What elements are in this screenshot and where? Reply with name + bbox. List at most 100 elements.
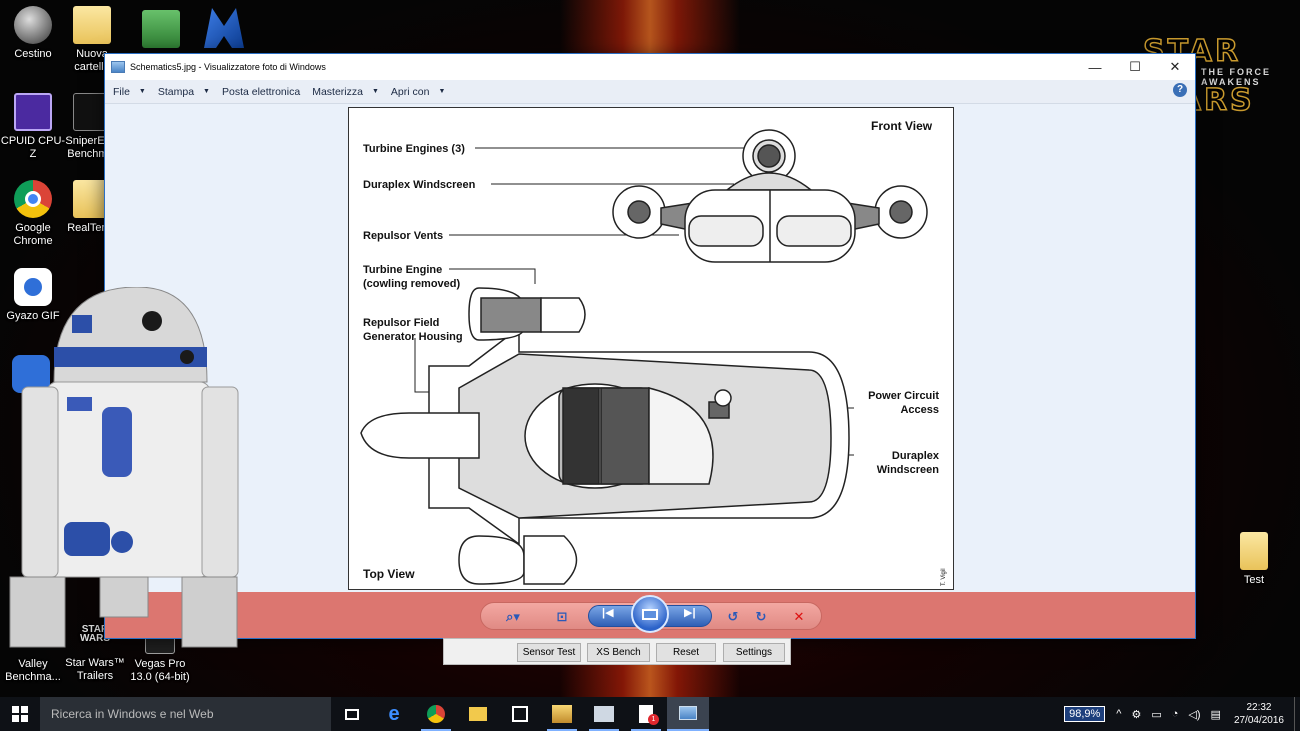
title-bar[interactable]: Schematics5.jpg - Visualizzatore foto di… — [105, 54, 1195, 80]
rotate-right-icon[interactable]: ↻ — [755, 609, 767, 624]
folder-icon — [73, 6, 111, 44]
schematic-image: Front View Top View Turbine Engines (3) … — [348, 107, 954, 590]
start-button[interactable] — [0, 697, 40, 731]
desktop-icon-label: Nuova cartella — [74, 48, 110, 73]
chrome-icon — [14, 180, 52, 218]
slideshow-button[interactable] — [631, 595, 669, 633]
menu-file[interactable]: File▼ — [113, 85, 146, 98]
chevron-up-icon[interactable]: ^ — [1116, 708, 1122, 720]
help-icon[interactable]: ? — [1173, 83, 1187, 97]
wifi-icon[interactable]: ◔ — [1171, 708, 1179, 720]
label-duraplex-top-2: Windscreen — [877, 464, 940, 476]
previous-icon[interactable]: |◀ — [602, 607, 614, 619]
photo-viewer-icon — [111, 61, 125, 73]
taskbar: Ricerca in Windows e nel Web e 1 98,9% ^… — [0, 697, 1300, 731]
desktop-icon-label: Vegas Pro 13.0 (64-bit) — [130, 658, 190, 683]
label-repulsor-field-1: Repulsor Field — [363, 317, 439, 329]
next-icon[interactable]: ▶| — [684, 607, 696, 619]
top-view-label: Top View — [363, 567, 415, 581]
fit-window-icon[interactable]: ⊡ — [556, 609, 568, 624]
edge-taskbar-button[interactable]: e — [373, 697, 415, 731]
settings-tray-icon[interactable]: ⚙ — [1131, 708, 1142, 721]
menu-open-with[interactable]: Apri con▼ — [390, 85, 446, 98]
app-icon — [594, 706, 614, 722]
label-turbine-engine-2: (cowling removed) — [363, 278, 461, 290]
app-taskbar-button-2[interactable] — [583, 697, 625, 731]
desktop-icon-valley[interactable]: Valley Benchma... — [0, 634, 66, 684]
xs-bench-button[interactable]: XS Bench — [587, 643, 650, 662]
desktop-icon-label: Cestino — [14, 48, 52, 60]
desktop-icon-test[interactable]: Test — [1221, 532, 1287, 587]
slideshow-icon — [642, 608, 658, 620]
app-taskbar-button-1[interactable] — [541, 697, 583, 731]
desktop-icon-cpuz[interactable]: CPUID CPU-Z — [0, 93, 66, 161]
menu-burn[interactable]: Masterizza▼ — [312, 85, 379, 98]
windows-logo-icon — [12, 706, 28, 722]
desktop-icon-gyazo-gif[interactable]: Gyazo GIF — [0, 268, 66, 323]
malwarebytes-icon[interactable] — [204, 8, 244, 48]
zoom-level-badge[interactable]: 98,9% — [1064, 706, 1106, 722]
label-duraplex-windscreen-front: Duraplex Windscreen — [363, 179, 476, 191]
desktop-icon-new-folder[interactable]: Nuova cartella — [62, 6, 122, 74]
date-text: 27/04/2016 — [1233, 715, 1284, 726]
menu-email[interactable]: Posta elettronica — [221, 85, 301, 98]
folder-icon — [469, 707, 487, 721]
clock[interactable]: 22:32 27/04/2016 — [1234, 701, 1284, 727]
show-desktop-button[interactable] — [1294, 697, 1300, 731]
desktop-icon-label: Star Wars™ Trailers — [65, 657, 125, 682]
bench-tool-panel: Sensor Test XS Bench Reset Settings — [443, 638, 791, 665]
action-center-icon[interactable]: ▤ — [1210, 708, 1221, 721]
close-button[interactable]: ✕ — [1169, 59, 1181, 74]
desktop-icon-label: Gyazo GIF — [6, 310, 60, 322]
desktop-icon-label: Google Chrome — [13, 222, 53, 247]
volume-icon[interactable]: ◁) — [1188, 708, 1201, 721]
r2d2-desktop-gadget[interactable] — [2, 287, 247, 655]
maximize-button[interactable]: ☐ — [1129, 59, 1141, 74]
front-view-label: Front View — [871, 119, 933, 133]
cpu-chip-icon — [14, 93, 52, 131]
desktop-icon-label: CPUID CPU-Z — [0, 135, 66, 160]
desktop-icon-label: Valley Benchma... — [5, 658, 61, 683]
label-repulsor-vents: Repulsor Vents — [363, 230, 443, 242]
artist-credit: T. Vigil — [941, 568, 947, 586]
battery-icon[interactable]: ▭ — [1151, 708, 1162, 721]
viewer-control-bar: ⌕▾ ⊡ |◀ ▶| ↺ ↻ ✕ — [105, 592, 1195, 638]
shortcut-app-icon[interactable] — [142, 10, 180, 48]
chevron-down-icon: ▼ — [203, 88, 210, 95]
chevron-down-icon: ▼ — [371, 88, 379, 95]
store-taskbar-button[interactable] — [499, 697, 541, 731]
photo-viewer-window: Schematics5.jpg - Visualizzatore foto di… — [104, 53, 1196, 639]
task-view-button[interactable] — [331, 697, 373, 731]
minimize-button[interactable]: — — [1088, 59, 1102, 75]
zoom-icon[interactable]: ⌕▾ — [506, 609, 520, 624]
app-taskbar-button-3[interactable]: 1 — [625, 697, 667, 731]
gyazo-icon — [14, 268, 52, 306]
recycle-bin-icon — [14, 6, 52, 44]
folder-icon — [1240, 532, 1268, 570]
search-input[interactable]: Ricerca in Windows e nel Web — [40, 697, 331, 731]
photo-viewer-taskbar-button[interactable] — [667, 697, 709, 731]
menu-print[interactable]: Stampa▼ — [157, 85, 210, 98]
reset-button[interactable]: Reset — [656, 643, 716, 662]
desktop-icon-recycle-bin[interactable]: Cestino — [0, 6, 66, 61]
menu-bar: File▼ Stampa▼ Posta elettronica Masteriz… — [105, 80, 1195, 104]
file-explorer-taskbar-button[interactable] — [457, 697, 499, 731]
photo-viewer-icon — [679, 706, 697, 720]
delete-icon[interactable]: ✕ — [793, 609, 805, 624]
landspeeder-schematic: Front View Top View Turbine Engines (3) … — [360, 119, 947, 586]
system-tray: 98,9% ^ ⚙ ▭ ◔ ◁) ▤ 22:32 27/04/2016 — [1064, 697, 1300, 731]
chrome-taskbar-button[interactable] — [415, 697, 457, 731]
image-viewport: Front View Top View Turbine Engines (3) … — [105, 104, 1195, 592]
desktop-icon-chrome[interactable]: Google Chrome — [0, 180, 66, 248]
label-turbine-engine-1: Turbine Engine — [363, 264, 442, 276]
sensor-test-button[interactable]: Sensor Test — [517, 643, 581, 662]
app-icon — [552, 705, 572, 723]
rotate-left-icon[interactable]: ↺ — [727, 609, 739, 624]
desktop-icon-label: Test — [1243, 574, 1265, 586]
settings-button[interactable]: Settings — [723, 643, 785, 662]
label-turbine-engines: Turbine Engines (3) — [363, 143, 465, 155]
time-text: 22:32 — [1246, 702, 1272, 713]
edge-icon: e — [388, 702, 400, 725]
label-power-circuit-2: Access — [900, 404, 939, 416]
